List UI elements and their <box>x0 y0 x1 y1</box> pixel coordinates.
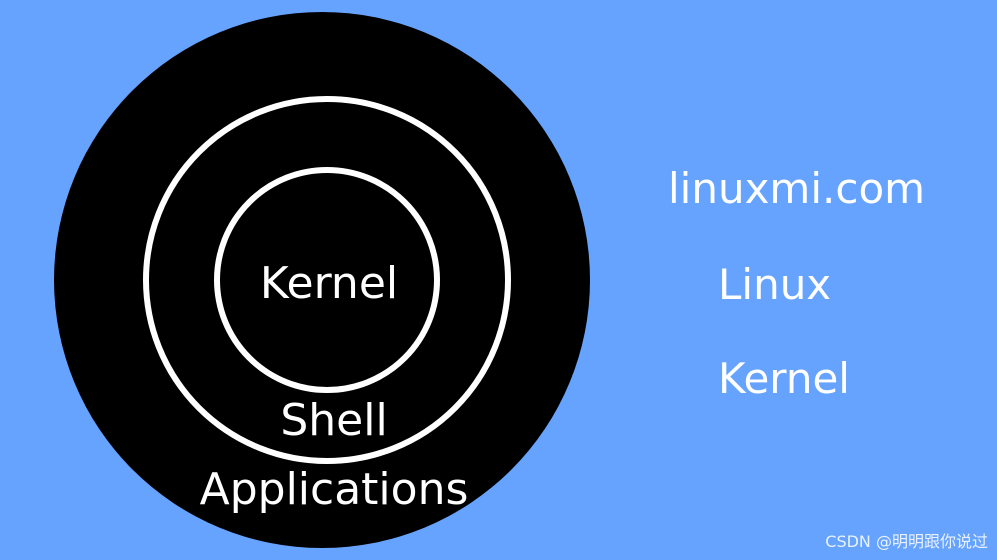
applications-label: Applications <box>199 464 469 515</box>
side-label-linux: Linux <box>718 260 832 309</box>
kernel-label: Kernel <box>259 258 399 309</box>
side-label-kernel: Kernel <box>718 354 850 403</box>
middle-ring-shell <box>143 96 511 464</box>
side-label-site: linuxmi.com <box>668 164 926 213</box>
watermark: CSDN @明明跟你说过 <box>825 532 988 551</box>
shell-label: Shell <box>280 395 388 446</box>
outer-circle-applications <box>54 12 590 548</box>
inner-ring-kernel <box>214 167 440 393</box>
